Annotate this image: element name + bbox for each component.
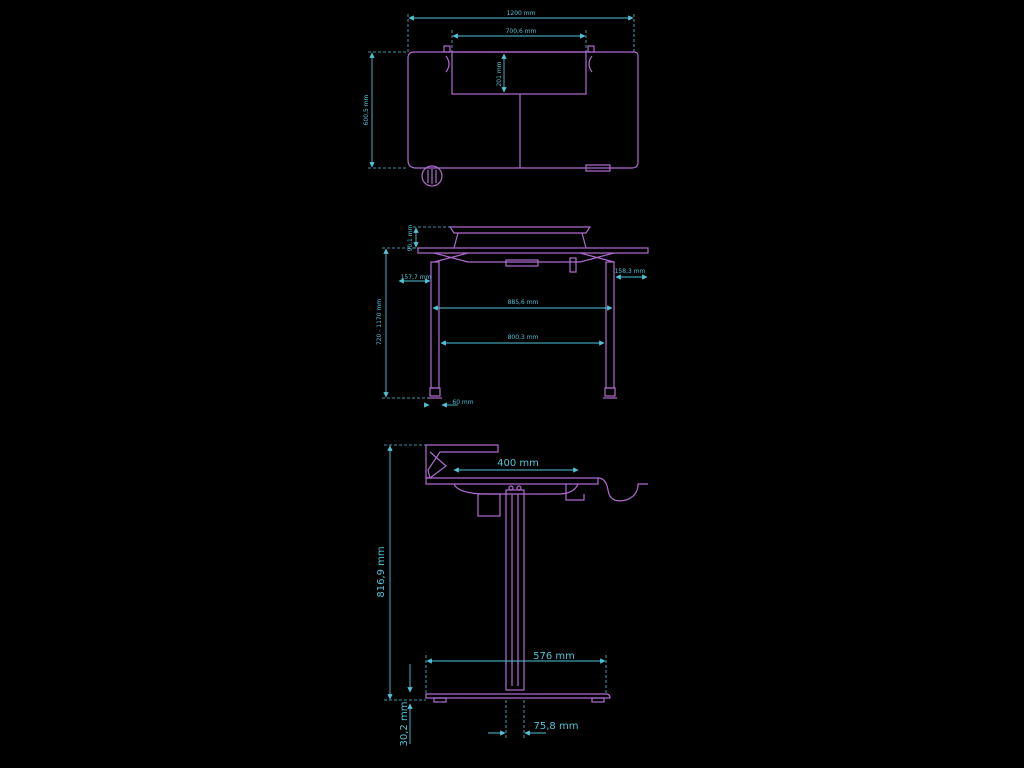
tray-clamp-right <box>588 55 593 73</box>
side-foot <box>425 693 611 699</box>
dim-foot-length: 576 mm <box>533 651 575 662</box>
dim-tray-width: 700,6 mm <box>506 28 537 35</box>
front-foot-left <box>429 387 441 397</box>
technical-drawing-canvas: 1200 mm 700,6 mm 201 mm 600,5 mm <box>128 0 896 768</box>
side-view: 400 mm 816,9 mm 576 mm 30,2 mm 75,8 mm <box>376 444 648 747</box>
dim-width-total: 1200 mm <box>507 10 536 17</box>
dim-base-height: 816,9 mm <box>376 546 387 597</box>
side-control-box <box>477 493 501 517</box>
top-tab-left <box>443 45 451 53</box>
desk-top-outline <box>407 51 639 169</box>
side-hook-1 <box>565 484 585 501</box>
dim-leg-width: 75,8 mm <box>534 721 579 732</box>
front-foot-right <box>604 387 616 397</box>
dim-tray-slide: 400 mm <box>497 458 539 469</box>
dim-right-overhang: 158,3 mm <box>615 268 646 275</box>
dim-depth-total: 600,5 mm <box>363 94 370 125</box>
side-underframe <box>453 483 579 495</box>
desk-technical-drawing: 1200 mm 700,6 mm 201 mm 600,5 mm <box>363 10 649 747</box>
cable-wheel <box>421 165 443 187</box>
dim-tray-height: 90,1 mm <box>407 224 414 251</box>
side-headphone-hook <box>597 477 648 502</box>
front-leg-left <box>430 261 440 389</box>
dim-height-range: 720 - 1170 mm <box>376 299 383 345</box>
side-desktop <box>425 477 599 485</box>
tray-clamp-left <box>445 55 450 73</box>
front-leg-right <box>605 261 615 389</box>
side-column <box>505 489 525 691</box>
top-tab-right <box>587 45 595 53</box>
front-motor <box>505 259 539 267</box>
tray-outline <box>451 51 587 95</box>
dim-foot-height: 30,2 mm <box>399 702 410 747</box>
top-view: 1200 mm 700,6 mm 201 mm 600,5 mm <box>363 10 639 187</box>
dim-tray-depth: 201 mm <box>496 61 503 86</box>
dim-leg-inner-span: 800,3 mm <box>508 334 539 341</box>
control-panel <box>585 164 611 172</box>
dim-foot-width: 60 mm <box>452 399 473 406</box>
dim-left-overhang: 157,7 mm <box>401 274 432 281</box>
cable-clip <box>569 257 577 273</box>
front-view: 90,1 mm 157,7 mm 158,3 mm 885,6 mm 800,3… <box>376 224 649 408</box>
front-desktop <box>417 247 649 254</box>
dim-leg-outer-span: 885,6 mm <box>508 299 539 306</box>
front-tray <box>448 226 592 234</box>
